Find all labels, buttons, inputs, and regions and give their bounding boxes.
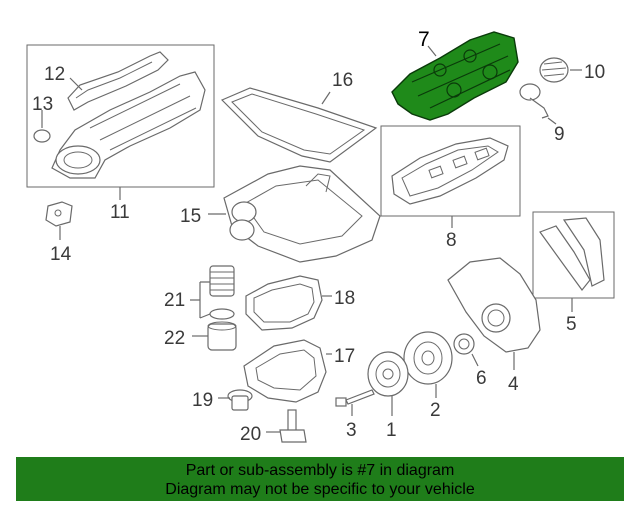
shaft-seal-6: [453, 333, 475, 355]
callout-15: 15: [180, 206, 201, 227]
intake-gasket-12: [67, 51, 169, 111]
drain-plug-19: [227, 389, 253, 411]
pulley-1: [367, 351, 409, 397]
parts-diagram: 1 2 3 4 5 6 7 8 9 10 11 12 13 14 15 16 1…: [26, 28, 615, 445]
oil-filler-cap-10: [539, 57, 569, 83]
group-box-8: [380, 125, 521, 217]
oil-pan-lower-17: [243, 339, 327, 403]
timing-cover-4: [447, 257, 541, 353]
valve-cover-gasket-8: [391, 137, 509, 205]
callout-1: 1: [386, 420, 397, 441]
intake-manifold: [51, 71, 206, 179]
seal-ring-13: [33, 129, 51, 143]
callout-4: 4: [508, 374, 519, 395]
callout-19: 19: [192, 390, 213, 411]
callout-17: 17: [334, 346, 355, 367]
oil-pan-upper-15: [223, 165, 381, 263]
banner-line-disclaimer: Diagram may not be specific to your vehi…: [165, 481, 475, 498]
timing-gasket-5: [539, 217, 605, 291]
oil-level-sensor-20: [279, 409, 307, 443]
callout-9: 9: [554, 124, 565, 145]
valve-cover-7-highlighted: [391, 31, 519, 121]
callout-2: 2: [430, 400, 441, 421]
callout-12: 12: [44, 64, 65, 85]
bolt-3: [335, 389, 375, 407]
sensor-9: [519, 83, 549, 119]
callout-5: 5: [566, 314, 577, 335]
oil-filter-cap-22: [207, 321, 237, 351]
oil-pan-gasket-16: [220, 87, 378, 163]
callout-3: 3: [346, 420, 357, 441]
callout-10: 10: [584, 62, 605, 83]
callout-16: 16: [332, 70, 353, 91]
group-box-5: [532, 211, 615, 299]
callout-22: 22: [164, 328, 185, 349]
callout-18: 18: [334, 288, 355, 309]
callout-14: 14: [50, 244, 72, 265]
callout-21: 21: [164, 290, 185, 311]
callout-8: 8: [446, 230, 457, 251]
callout-11: 11: [110, 202, 130, 223]
callout-6: 6: [476, 368, 487, 389]
oil-filter-21: [209, 265, 235, 320]
bracket-14: [45, 201, 73, 227]
oil-pan-gasket-18: [245, 275, 323, 331]
callout-7: 7: [418, 28, 430, 51]
damper-pulley-2: [403, 331, 453, 385]
callout-13: 13: [32, 94, 53, 115]
banner-line-part: Part or sub-assembly is #7 in diagram: [185, 462, 455, 479]
callout-20: 20: [240, 424, 261, 445]
info-banner: Part or sub-assembly is #7 in diagram Di…: [16, 457, 624, 501]
